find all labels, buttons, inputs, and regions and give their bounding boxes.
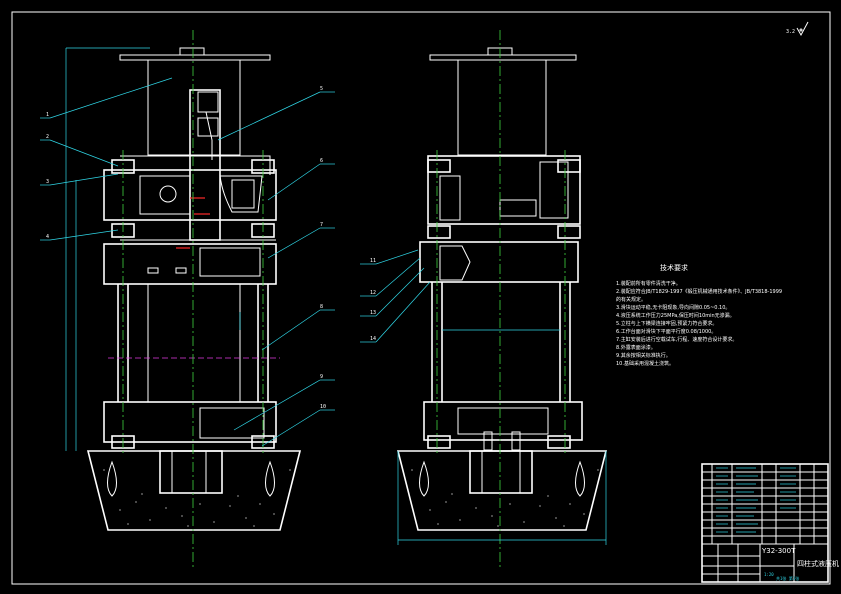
part-label-14: 14	[370, 336, 376, 342]
left-part-labels: 1 2 3 4 5 6 7 8 9 10	[40, 77, 335, 447]
part-label-6: 6	[320, 158, 323, 164]
roughness-mark: 3.2	[786, 21, 809, 37]
tech-note-line: 7.主缸安装后进行空载试车,行程、速度符合设计要求。	[616, 336, 737, 343]
part-label-8: 8	[320, 304, 323, 310]
part-label-5: 5	[320, 86, 323, 92]
tech-note-line: 4.液压系统工作压力25MPa,保压时间10min无渗漏。	[616, 312, 735, 319]
drawing-number: Y32-300T	[761, 547, 796, 555]
part-label-10: 10	[320, 404, 326, 410]
part-label-11: 11	[370, 258, 376, 264]
sheet-border	[11, 11, 831, 585]
part-label-2: 2	[46, 134, 49, 140]
part-label-7: 7	[320, 222, 323, 228]
part-label-12: 12	[370, 290, 376, 296]
part-label-13: 13	[370, 310, 376, 316]
technical-requirements: 技术要求 1.装配前所有零件清洗干净。 2.装配应符合JB/T1829-1997…	[616, 263, 782, 367]
tech-note-line: 2.装配应符合JB/T1829-1997《锻压机械通用技术条件》、JB/T381…	[616, 288, 782, 295]
concrete-fill-left	[103, 469, 291, 527]
tech-notes-title: 技术要求	[660, 263, 688, 272]
drawing-name: 四柱式液压机	[797, 559, 839, 568]
tech-note-line: 1.装配前所有零件清洗干净。	[616, 280, 681, 287]
part-label-1: 1	[46, 112, 49, 118]
tech-note-line: 3.滑块运动平稳,无卡阻现象,导向间隙0.05~0.10。	[616, 304, 730, 311]
sheet-info: 共1张 第1张	[776, 575, 799, 581]
part-label-4: 4	[46, 234, 49, 240]
tech-note-line: 9.其余按相关标准执行。	[616, 352, 671, 359]
title-block: Y32-300T 四柱式液压机 1:20 共1张 第1张	[701, 463, 839, 583]
drawing-scale: 1:20	[764, 572, 774, 577]
right-view-press	[396, 30, 608, 568]
roughness-value: 3.2	[786, 29, 795, 35]
tech-note-line: 10.基础采用混凝土浇筑。	[616, 360, 674, 367]
concrete-fill-right	[411, 469, 599, 527]
right-part-labels: 11 12 13 14	[360, 249, 431, 343]
tech-note-line: 的有关规定。	[616, 296, 646, 303]
tech-note-line: 5.立柱与上下横梁连接牢固,预紧力符合要求。	[616, 320, 717, 327]
left-view-press	[65, 30, 302, 568]
tech-note-line: 8.外露表面涂漆。	[616, 344, 656, 351]
part-label-3: 3	[46, 179, 49, 185]
part-label-9: 9	[320, 374, 323, 380]
tech-note-line: 6.工作台面对滑块下平面平行度0.08/1000。	[616, 328, 716, 335]
